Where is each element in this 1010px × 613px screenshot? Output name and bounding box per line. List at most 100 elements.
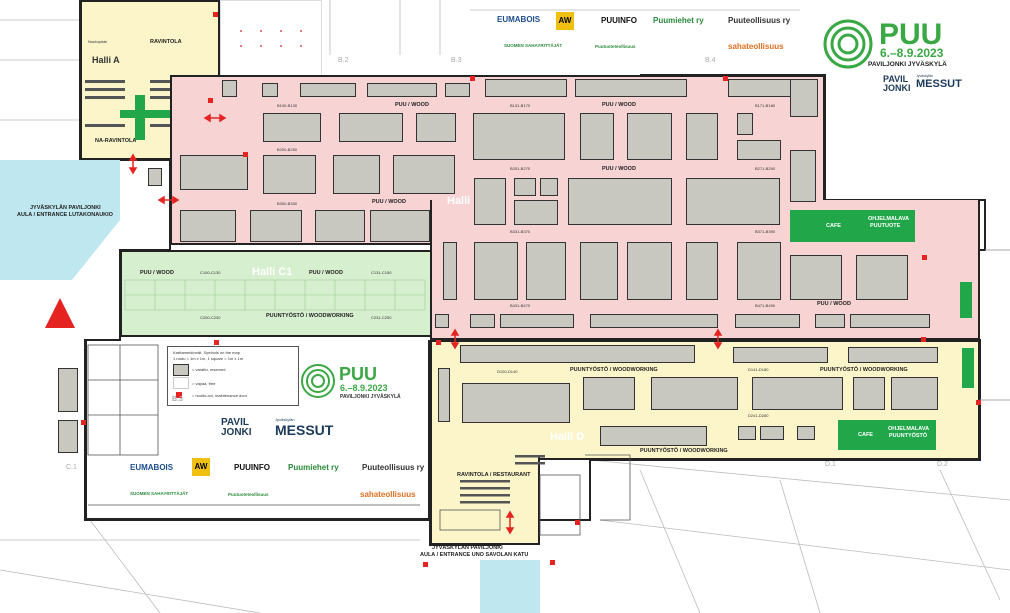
booth[interactable] bbox=[790, 255, 842, 300]
booth[interactable] bbox=[263, 113, 321, 142]
sponsor-puuteollisuus-center: Puuteollisuus ry bbox=[362, 463, 425, 472]
booth[interactable] bbox=[470, 314, 495, 328]
entrance-label-2a: JYVÄSKYLÄN PAVILJONKI bbox=[432, 545, 503, 551]
booth[interactable] bbox=[580, 113, 614, 160]
booth[interactable] bbox=[367, 83, 437, 97]
booth[interactable] bbox=[315, 210, 365, 242]
booth[interactable] bbox=[738, 426, 756, 440]
booth[interactable] bbox=[797, 426, 815, 440]
code-b471: B471-B490 bbox=[755, 303, 776, 308]
booth[interactable] bbox=[393, 155, 455, 194]
code-c231: C231-C250 bbox=[371, 315, 392, 320]
booth[interactable] bbox=[262, 83, 278, 97]
hall-c1 bbox=[120, 250, 432, 337]
booth[interactable] bbox=[514, 178, 536, 196]
booth[interactable] bbox=[600, 426, 707, 446]
booth[interactable] bbox=[58, 368, 78, 412]
booth[interactable] bbox=[853, 377, 885, 410]
booth[interactable] bbox=[180, 155, 248, 190]
booth[interactable] bbox=[438, 368, 450, 422]
booth[interactable] bbox=[627, 242, 672, 300]
booth[interactable] bbox=[300, 83, 356, 97]
stage-puutuote[interactable] bbox=[790, 210, 915, 242]
booth[interactable] bbox=[263, 155, 316, 194]
booth[interactable] bbox=[891, 377, 938, 410]
hall-c-lower bbox=[85, 340, 430, 520]
booth[interactable] bbox=[733, 347, 828, 363]
green-strip bbox=[960, 282, 972, 318]
booth[interactable] bbox=[686, 242, 718, 300]
booth[interactable] bbox=[148, 168, 162, 186]
booth[interactable] bbox=[737, 113, 753, 135]
booth[interactable] bbox=[651, 377, 738, 410]
sponsor-puutuote: Puutuoteteollisuus bbox=[595, 44, 636, 49]
hall-d-working-1: PUUNTYÖSTÖ / WOODWORKING bbox=[570, 367, 658, 373]
booth[interactable] bbox=[460, 345, 695, 363]
green-strip-2 bbox=[962, 348, 974, 388]
booth[interactable] bbox=[752, 377, 843, 410]
booth[interactable] bbox=[250, 210, 302, 242]
booth[interactable] bbox=[790, 150, 816, 202]
hall-a-name: Halli A bbox=[92, 55, 120, 65]
brand-venue-center: PAVILJONKI JYVÄSKYLÄ bbox=[340, 394, 401, 400]
messut-top-center: Jyväskylän bbox=[275, 417, 295, 422]
booth[interactable] bbox=[473, 113, 565, 160]
booth[interactable] bbox=[416, 113, 456, 142]
booth[interactable] bbox=[590, 314, 718, 328]
booth[interactable] bbox=[580, 242, 618, 300]
legend-door-swatch bbox=[176, 392, 182, 398]
legend-title: Karttamerkinnät, Symbols on the map bbox=[173, 350, 240, 355]
code-b300: B300-B330 bbox=[277, 201, 298, 206]
booth[interactable] bbox=[500, 314, 574, 328]
stage-2-sub: PUUNTYÖSTÖ bbox=[889, 433, 928, 439]
booth[interactable] bbox=[474, 178, 506, 225]
messut-logo: MESSUT bbox=[916, 78, 962, 90]
booth[interactable] bbox=[339, 113, 403, 142]
code-b271: B271-B290 bbox=[755, 166, 776, 171]
paviljonki-line2-top: JONKI bbox=[883, 83, 911, 93]
booth[interactable] bbox=[333, 155, 380, 194]
entrance-label-1a: JYVÄSKYLÄN PAVILJONKI bbox=[30, 205, 101, 211]
booth[interactable] bbox=[540, 178, 558, 196]
code-c100: C100-C130 bbox=[200, 270, 221, 275]
booth[interactable] bbox=[686, 113, 718, 160]
booth[interactable] bbox=[735, 314, 800, 328]
hall-b-wood-2: PUU / WOOD bbox=[602, 102, 636, 108]
booth[interactable] bbox=[850, 314, 930, 328]
booth[interactable] bbox=[222, 80, 237, 97]
booth[interactable] bbox=[514, 200, 558, 225]
booth[interactable] bbox=[370, 210, 430, 242]
booth[interactable] bbox=[485, 79, 567, 97]
door-d2: D.2 bbox=[937, 461, 948, 468]
door-b4: B.4 bbox=[705, 57, 716, 64]
code-c200: C200-C230 bbox=[200, 315, 221, 320]
door-b3-inner: B.3 bbox=[172, 396, 183, 403]
booth[interactable] bbox=[575, 79, 687, 97]
brand-venue: PAVILJONKI JYVÄSKYLÄ bbox=[868, 61, 947, 68]
booth[interactable] bbox=[627, 113, 672, 160]
booth[interactable] bbox=[180, 210, 236, 242]
booth[interactable] bbox=[856, 255, 908, 300]
booth[interactable] bbox=[445, 83, 470, 97]
booth[interactable] bbox=[568, 178, 672, 225]
sponsor-sahayrittajat-center: SUOMEN SAHAYRITTÄJÄT bbox=[130, 491, 189, 496]
booth[interactable] bbox=[462, 383, 570, 423]
booth[interactable] bbox=[737, 140, 781, 160]
booth[interactable] bbox=[728, 79, 793, 97]
booth[interactable] bbox=[435, 314, 449, 328]
booth[interactable] bbox=[526, 242, 566, 300]
booth[interactable] bbox=[443, 242, 457, 300]
booth[interactable] bbox=[760, 426, 784, 440]
hall-d-working-2: PUUNTYÖSTÖ / WOODWORKING bbox=[820, 367, 908, 373]
paviljonki-logo: PAVIL JONKI bbox=[883, 75, 911, 93]
booth[interactable] bbox=[686, 178, 780, 225]
booth[interactable] bbox=[583, 377, 635, 410]
stage-puuntyosto[interactable] bbox=[838, 420, 936, 450]
booth[interactable] bbox=[474, 242, 518, 300]
booth[interactable] bbox=[790, 79, 818, 117]
booth[interactable] bbox=[848, 347, 938, 363]
booth[interactable] bbox=[58, 420, 78, 453]
brand-title-center: PUU bbox=[339, 364, 378, 384]
booth[interactable] bbox=[815, 314, 845, 328]
booth[interactable] bbox=[737, 242, 781, 300]
